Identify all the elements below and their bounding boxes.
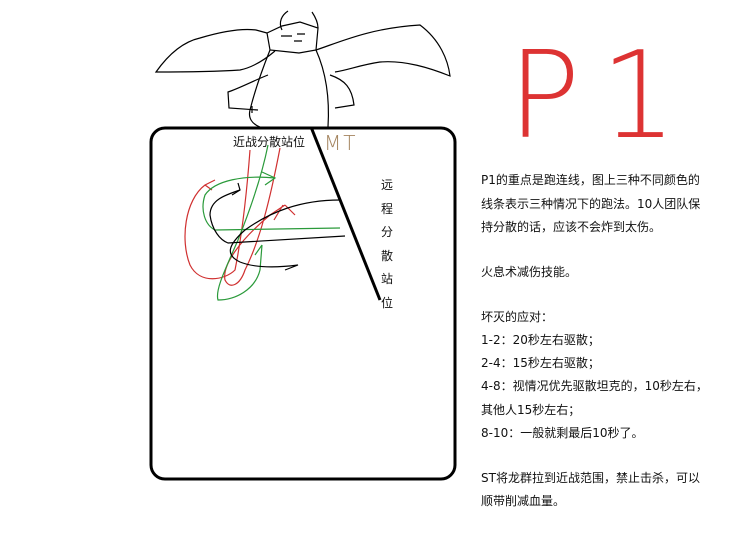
red-path [184, 147, 296, 286]
divider-line [309, 126, 382, 301]
note-line: 其他人15秒左右； [481, 403, 581, 417]
melee-position-label: 近战分散站位 [233, 135, 306, 149]
note-line: 持分散的话，应该不会炸到太伤。 [481, 220, 662, 234]
phase-title: P1 [508, 27, 697, 166]
green-path [202, 144, 341, 301]
note-line: 8-10：一般就剩最后10秒了。 [481, 426, 644, 440]
black-path [209, 182, 346, 271]
ranged-position-label: 远程分散站位 [380, 178, 393, 310]
note-line: 4-8：视情况优先驱散坦克的，10秒左右， [481, 379, 708, 393]
note-line: 火息术减伤技能。 [481, 265, 578, 279]
note-line: 线条表示三种情况下的跑法。10人团队保 [481, 197, 701, 211]
main-tank-label: MT [324, 131, 358, 155]
note-line: 顺带削减血量。 [481, 494, 566, 508]
note-line: 坏灭的应对： [481, 310, 554, 324]
dragon-drawing [154, 10, 451, 128]
note-line: 2-4：15秒左右驱散； [481, 356, 600, 370]
note-line: ST将龙群拉到近战范围，禁止击杀，可以 [481, 471, 700, 485]
note-line: P1的重点是跑连线，图上三种不同颜色的 [481, 173, 700, 187]
note-line: 1-2：20秒左右驱散； [481, 333, 600, 347]
arena-box [149, 126, 457, 481]
